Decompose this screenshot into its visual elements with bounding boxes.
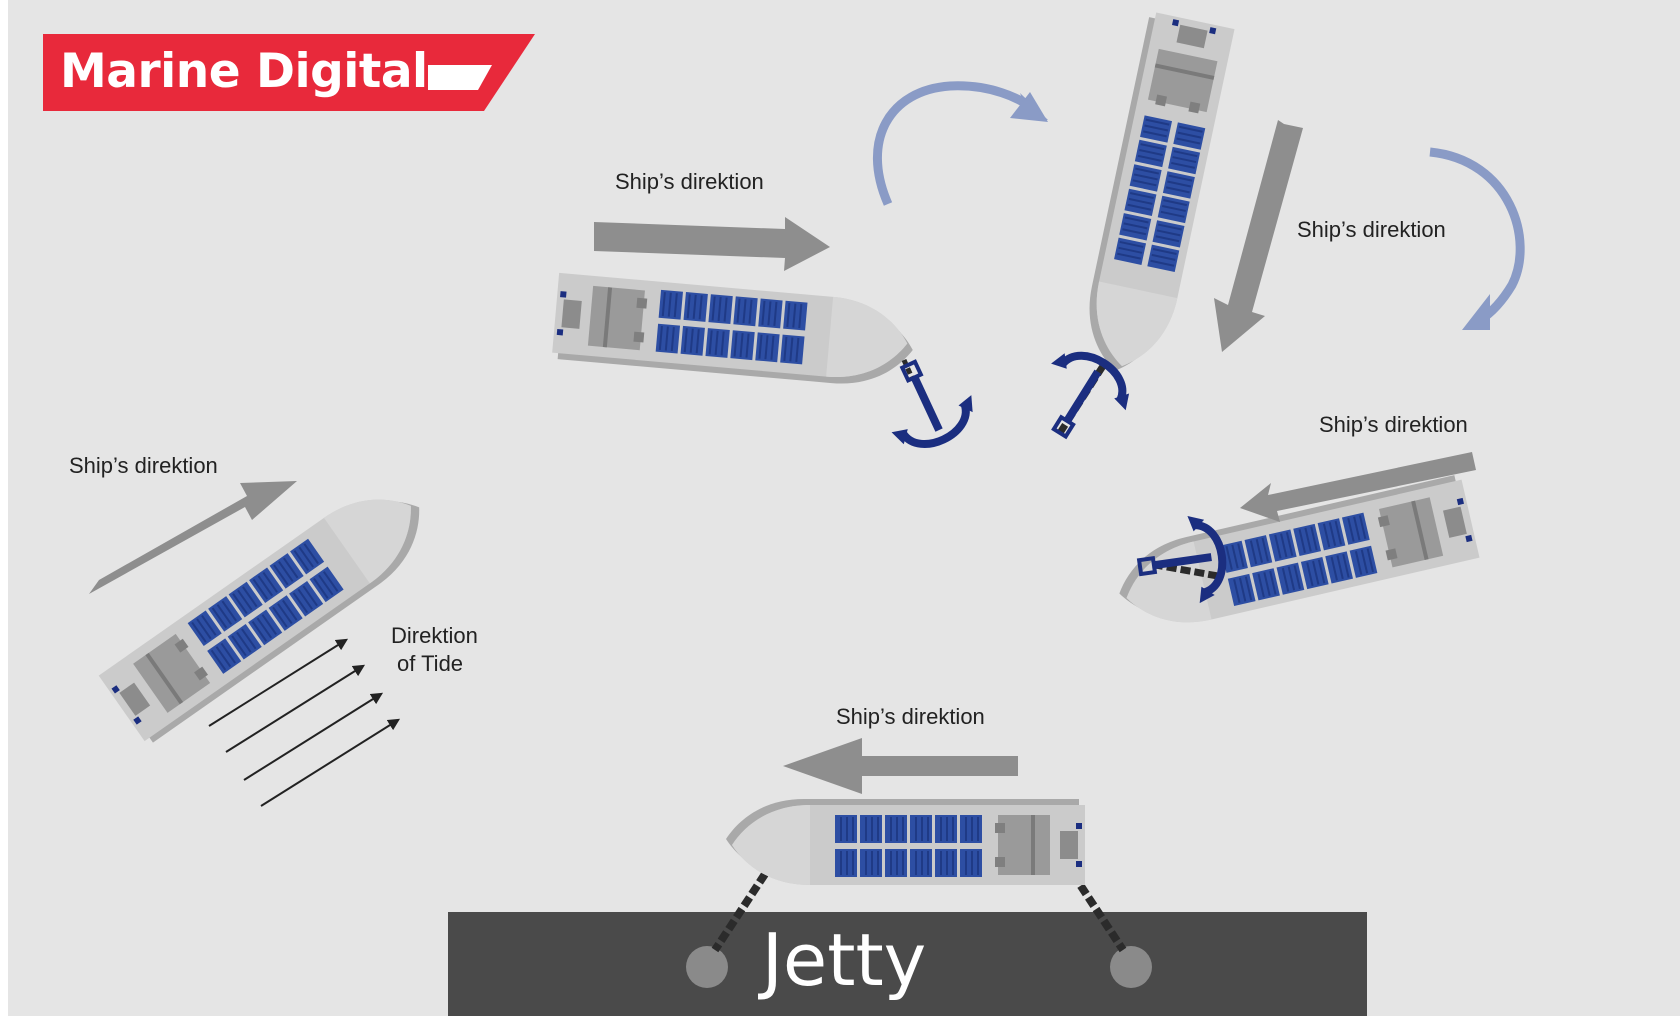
tide-label-line1: Direktion (391, 623, 478, 648)
direction-arrow-icon (594, 217, 830, 271)
ship-icon (726, 799, 1085, 885)
brand-mark-icon (428, 65, 492, 90)
rotation-arrow-icon (1429, 147, 1525, 330)
jetty (448, 912, 1367, 1016)
jetty-label: Jetty (761, 918, 927, 1002)
bollard-icon (686, 946, 728, 988)
ship-direction-label: Ship’s direktion (1297, 217, 1446, 242)
brand-name: Marine Digital (60, 44, 428, 99)
chain-icon (711, 871, 1127, 953)
chain-icon (901, 358, 915, 380)
ship-direction-label: Ship’s direktion (1319, 412, 1468, 437)
ship-direction-label: Ship’s direktion (69, 453, 218, 478)
direction-arrow-icon (1240, 452, 1476, 522)
direction-arrow-icon (783, 738, 1018, 794)
rotation-arrow-icon (873, 81, 1048, 206)
ship-direction-label: Ship’s direktion (836, 704, 985, 729)
direction-arrow-icon (89, 481, 297, 594)
tide-label-line2: of Tide (397, 651, 464, 676)
ship-direction-label: Ship’s direktion (615, 169, 764, 194)
direction-arrow-icon (1214, 120, 1303, 352)
bollard-icon (1110, 946, 1152, 988)
tide-arrow-icon (208, 638, 401, 807)
brand-banner (43, 34, 535, 111)
